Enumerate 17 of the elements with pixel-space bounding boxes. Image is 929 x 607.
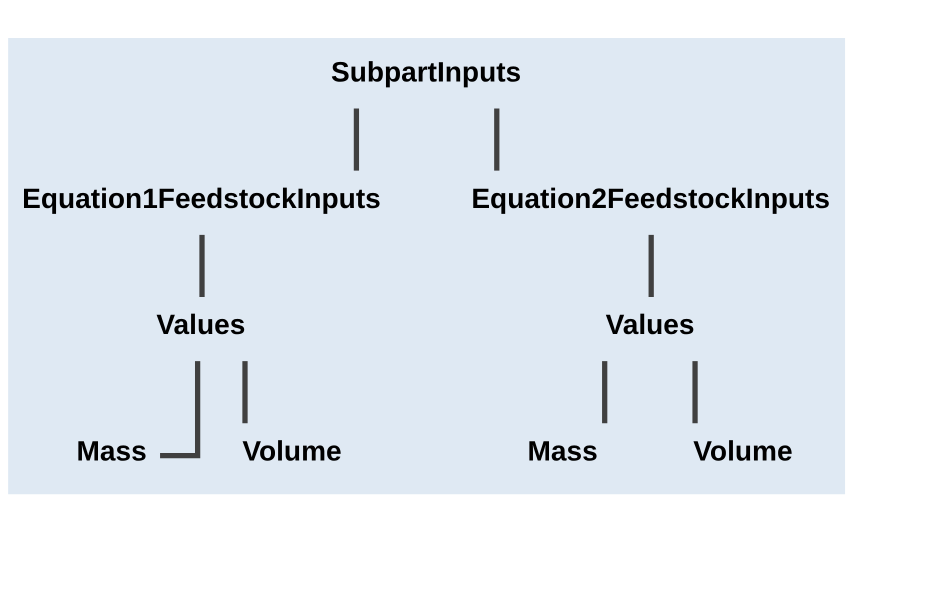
connector: [494, 108, 500, 170]
node-text: Values: [606, 308, 695, 340]
connector: [602, 360, 608, 423]
node-text: SubpartInputs: [330, 56, 522, 88]
connector: [648, 234, 654, 296]
connector: [199, 234, 205, 296]
node-text: Volume: [693, 435, 793, 466]
node-text: Mass: [76, 435, 147, 466]
node-text: Equation2FeedstockInputs: [471, 182, 830, 214]
connector: [692, 360, 698, 423]
connector: [354, 108, 360, 170]
node-text: Volume: [242, 435, 342, 466]
node-text: Mass: [527, 435, 598, 466]
connector: [242, 360, 248, 423]
node-text: Values: [156, 308, 246, 340]
connector: [160, 360, 200, 458]
node-text: Equation1FeedstockInputs: [22, 182, 381, 214]
